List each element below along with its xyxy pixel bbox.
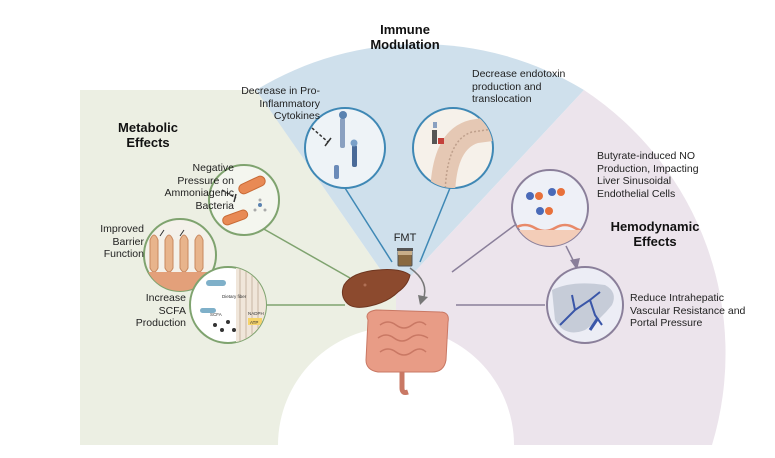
line-ammonia [261,227,351,279]
ammonia-inset [208,164,280,236]
title-metabolic-effects: Metabolic Effects [118,120,178,150]
line-endotoxin [419,187,451,263]
liver-texture [363,283,367,287]
title-hemodynamic-effects: Hemodynamic Effects [610,219,700,249]
label-ammonia: Negative Pressure on Ammoniagenic Bacter… [164,162,234,212]
label-endotoxin: Decrease endotoxin production and transl… [472,68,566,105]
hemodynamic-segment [396,90,726,445]
label-butyrate: Butyrate-induced NO Production, Impactin… [597,150,699,200]
label-barrier: Improved Barrier Function [100,223,144,260]
dietary-fiber-text: Dietary fiber [222,294,247,299]
label-scfa: Increase SCFA Production [135,292,186,329]
barrier-inset [143,218,217,292]
liver-icon [341,269,411,308]
resistance-inset [546,266,624,344]
arrow-fmt-head [418,295,428,305]
scfa-small-text: SCFA [210,312,222,317]
endotoxin-inset [412,107,494,189]
title-immune-modulation: Immune Modulation [370,22,440,52]
nadph-text: NADPH [248,311,264,316]
line-cytokines [344,187,393,263]
label-resistance: Reduce Intrahepatic Vascular Resistance … [630,292,746,329]
fmt-jar-icon [397,248,413,267]
cytokine-inset [304,107,386,189]
line-butyrate [451,224,516,273]
label-cytokines: Decrease in Pro-Inflammatory Cytokines [241,85,320,122]
butyrate-inset [511,169,589,247]
center-hub [278,327,514,445]
atp-text: ATP [250,320,258,325]
label-fmt: FMT [393,232,417,244]
intestine-icon [365,309,449,395]
